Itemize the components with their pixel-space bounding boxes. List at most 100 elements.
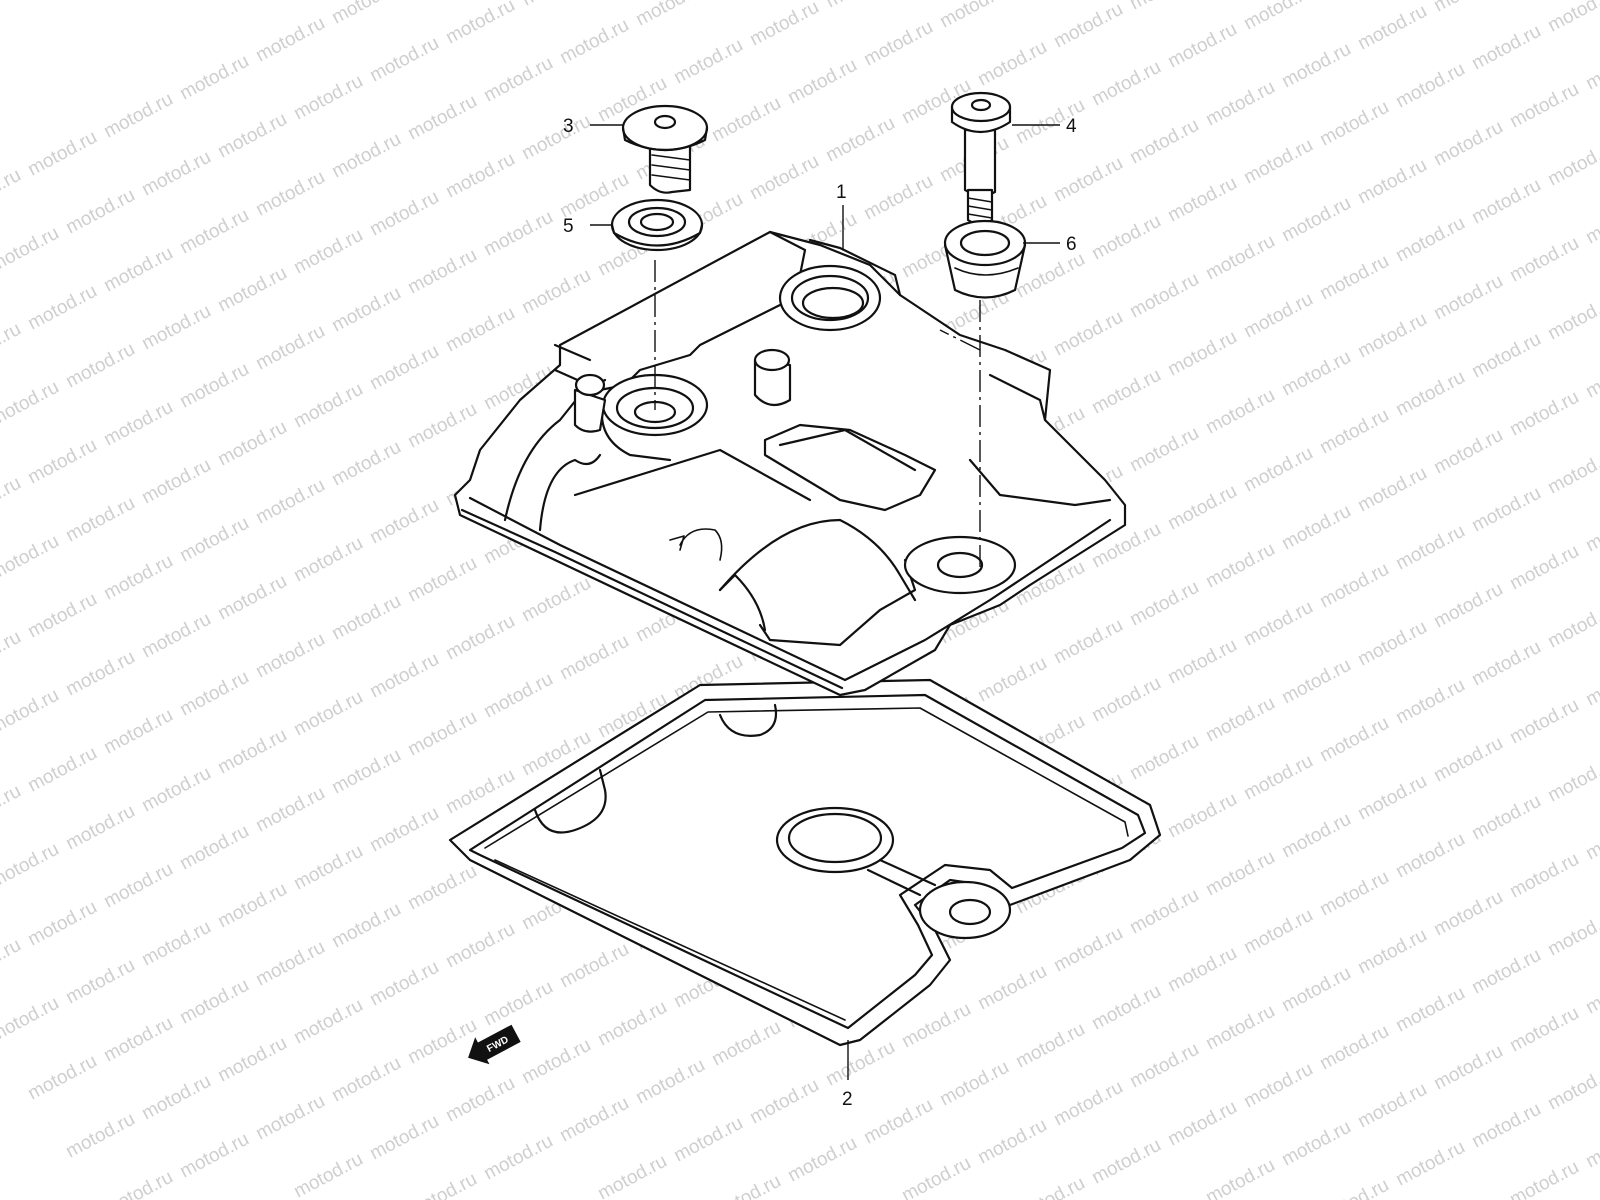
watermark-text: motod.ru [366, 33, 442, 87]
watermark-text: motod.ru [404, 399, 480, 453]
watermark-text: motod.ru [1468, 791, 1544, 845]
watermark-text: motod.ru [1278, 347, 1354, 401]
watermark-text: motod.ru [1354, 1, 1430, 55]
watermark-text: motod.ru [442, 149, 518, 203]
watermark-text: motod.ru [62, 185, 138, 239]
watermark-text: motod.ru [860, 1095, 936, 1149]
watermark-text: motod.ru [1316, 867, 1392, 921]
watermark-text: motod.ru [1050, 1077, 1126, 1131]
grommet-6 [943, 219, 1027, 299]
watermark-text: motod.ru [518, 1035, 594, 1089]
watermark-text: motod.ru [214, 571, 290, 625]
watermark-text: motod.ru [1544, 599, 1600, 653]
watermark-text: motod.ru [480, 669, 556, 723]
watermark-text: motod.ru [518, 111, 594, 165]
watermark-text: motod.ru [1278, 1117, 1354, 1171]
watermark-text: motod.ru [1050, 0, 1126, 52]
watermark-text: motod.ru [1582, 349, 1600, 403]
watermark-text: motod.ru [1392, 1137, 1468, 1191]
watermark-text: motod.ru [138, 609, 214, 663]
watermark-text: motod.ru [0, 473, 25, 527]
watermark-text: motod.ru [328, 1053, 404, 1107]
bolt-4 [950, 91, 1012, 226]
watermark-text: motod.ru [176, 205, 252, 259]
watermark-text: motod.ru [1278, 193, 1354, 247]
watermark-text: motod.ru [290, 533, 366, 587]
watermark-text: motod.ru [784, 55, 860, 109]
watermark-text: motod.ru [518, 0, 594, 10]
watermark-text: motod.ru [252, 937, 328, 991]
watermark-text: motod.ru [366, 187, 442, 241]
watermark-text: motod.ru [1468, 483, 1544, 537]
watermark-text: motod.ru [1468, 21, 1544, 75]
watermark-text: motod.ru [1278, 501, 1354, 555]
watermark-text: motod.ru [1354, 771, 1430, 825]
callout-labels: 1 2 3 4 5 6 [563, 116, 1077, 1110]
watermark-text: motod.ru [290, 71, 366, 125]
watermark-text: motod.ru [62, 801, 138, 855]
callout-4: 4 [1066, 116, 1077, 137]
watermark-text: motod.ru [0, 627, 25, 681]
watermark-text: motod.ru [328, 437, 404, 491]
watermark-text: motod.ru [784, 1133, 860, 1187]
watermark-text: motod.ru [1544, 291, 1600, 345]
watermark-text: motod.ru [1582, 195, 1600, 249]
watermark-text: motod.ru [1468, 637, 1544, 691]
watermark-text: motod.ru [1012, 1173, 1088, 1200]
watermark-text: motod.ru [1126, 0, 1202, 14]
watermark-text: motod.ru [100, 1013, 176, 1067]
watermark-text: motod.ru [0, 935, 25, 989]
watermark-text: motod.ru [1202, 847, 1278, 901]
watermark-text: motod.ru [670, 1113, 746, 1167]
watermark-text: motod.ru [24, 743, 100, 797]
watermark-text: motod.ru [1354, 1079, 1430, 1133]
watermark-text: motod.ru [1202, 231, 1278, 285]
watermark-text: motod.ru [1506, 541, 1582, 595]
watermark-text: motod.ru [1278, 963, 1354, 1017]
watermark-text: motod.ru [1164, 1097, 1240, 1151]
watermark-text: motod.ru [1430, 1041, 1506, 1095]
watermark-text: motod.ru [138, 1071, 214, 1125]
watermark-text: motod.ru [214, 263, 290, 317]
watermark-text: motod.ru [0, 685, 63, 739]
watermark-text: motod.ru [1012, 95, 1088, 149]
watermark-text: motod.ru [1012, 1019, 1088, 1073]
watermark-text: motod.ru [100, 1167, 176, 1200]
watermark-text: motod.ru [746, 1075, 822, 1129]
watermark-text: motod.ru [62, 955, 138, 1009]
watermark-text: motod.ru [1468, 175, 1544, 229]
watermark-text: motod.ru [214, 725, 290, 779]
watermark-text: motod.ru [290, 225, 366, 279]
watermark-text: motod.ru [518, 573, 594, 627]
watermark-text: motod.ru [290, 379, 366, 433]
watermark-text: motod.ru [404, 707, 480, 761]
watermark-text: motod.ru [138, 147, 214, 201]
watermark-text: motod.ru [1506, 695, 1582, 749]
watermark-text: motod.ru [0, 165, 25, 219]
watermark-text: motod.ru [24, 1051, 100, 1105]
watermark-text: motod.ru [1202, 1155, 1278, 1200]
watermark-text: motod.ru [252, 629, 328, 683]
watermark-text: motod.ru [366, 1111, 442, 1165]
cover-gasket [448, 678, 1162, 1047]
watermark-text: motod.ru [1430, 271, 1506, 325]
watermark-text: motod.ru [594, 1151, 670, 1200]
watermark-text: motod.ru [1278, 655, 1354, 709]
watermark-text: motod.ru [860, 171, 936, 225]
watermark-text: motod.ru [1430, 733, 1506, 787]
watermark-text: motod.ru [898, 1153, 974, 1200]
watermark-text: motod.ru [1354, 925, 1430, 979]
watermark-text: motod.ru [176, 975, 252, 1029]
watermark-text: motod.ru [442, 0, 518, 48]
leader-lines [590, 124, 1060, 1080]
watermark-text: motod.ru [442, 1073, 518, 1127]
watermark-text: motod.ru [252, 321, 328, 375]
watermark-text: motod.ru [366, 803, 442, 857]
watermark-text: motod.ru [1126, 885, 1202, 939]
watermark-text: motod.ru [1582, 41, 1600, 95]
watermark-text: motod.ru [1430, 425, 1506, 479]
watermark-text: motod.ru [1202, 77, 1278, 131]
watermark-text: motod.ru [1582, 965, 1600, 1019]
watermark-text: motod.ru [404, 861, 480, 915]
